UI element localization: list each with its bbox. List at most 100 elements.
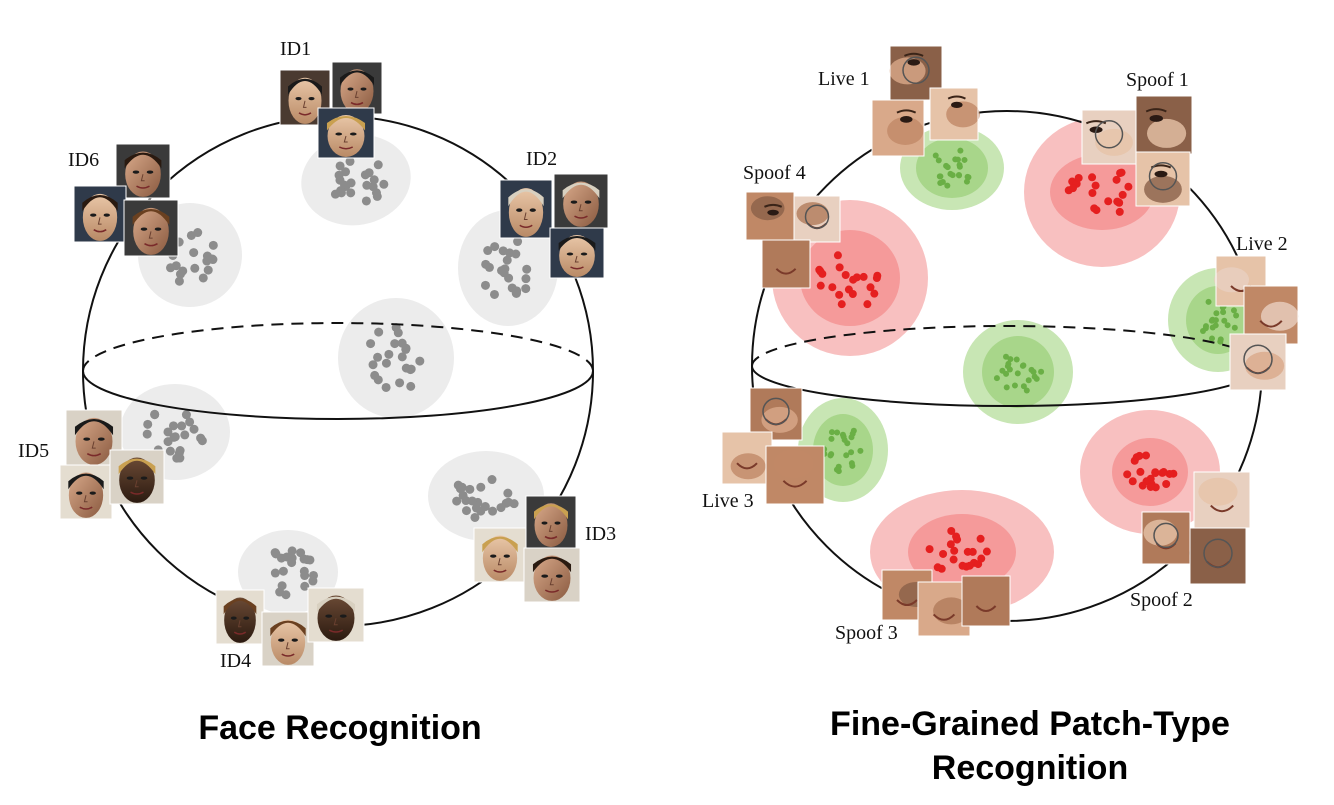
cluster-inner-region: [813, 414, 873, 486]
label-spoof-3: Spoof 3: [835, 622, 898, 644]
embedding-dot: [345, 156, 355, 166]
embedding-dot: [956, 163, 963, 170]
embedding-dot: [1146, 482, 1155, 491]
embedding-dot: [406, 381, 416, 391]
embedding-dot: [872, 274, 881, 283]
embedding-dot: [835, 290, 844, 299]
embedding-dot: [190, 263, 200, 273]
face-photo-icon: [317, 107, 375, 159]
equator-back-dashed: [82, 322, 594, 372]
embedding-dot: [334, 170, 344, 180]
embedding-dot: [818, 269, 827, 278]
embedding-dot: [828, 435, 835, 442]
face-photo-icon: [73, 185, 127, 243]
embedding-dot: [369, 175, 379, 185]
embedding-dot: [1007, 356, 1014, 363]
identity-cluster: [338, 298, 454, 418]
embedding-dot: [381, 358, 391, 368]
embedding-dot: [163, 437, 173, 447]
embedding-dot: [1138, 481, 1147, 490]
embedding-dot: [196, 433, 206, 443]
embedding-dot: [835, 263, 844, 272]
embedding-dot: [1088, 189, 1097, 198]
embedding-dot: [935, 157, 942, 164]
face-patch-photo-icon: [929, 87, 980, 141]
embedding-dot: [1019, 362, 1026, 369]
embedding-dot: [849, 462, 856, 469]
face-photo-icon: [331, 61, 383, 115]
embedding-dot: [185, 417, 195, 427]
embedding-dot: [1135, 451, 1144, 460]
embedding-dot: [207, 254, 217, 264]
embedding-dot: [1004, 363, 1011, 370]
embedding-dot: [958, 561, 967, 570]
embedding-dot: [968, 547, 977, 556]
embedding-dot: [174, 448, 184, 458]
caption-patch-type-recognition: Fine-Grained Patch-Type Recognition: [760, 702, 1300, 790]
embedding-dot: [166, 263, 176, 273]
embedding-dot: [1220, 309, 1227, 316]
embedding-dot: [281, 590, 291, 600]
embedding-dot: [939, 549, 948, 558]
embedding-dot: [335, 161, 345, 171]
embedding-dot: [366, 339, 376, 349]
embedding-dot: [513, 237, 523, 247]
embedding-dot: [480, 280, 490, 290]
embedding-dot: [1074, 173, 1083, 182]
embedding-dot: [932, 152, 939, 159]
embedding-dot: [1224, 322, 1231, 329]
label-live-1: Live 1: [818, 68, 870, 90]
embedding-dot: [1020, 383, 1027, 390]
live-cluster: [798, 398, 888, 502]
embedding-dot: [330, 189, 340, 199]
face-patch-photo-icon: [961, 575, 1011, 627]
embedding-dot: [393, 328, 403, 338]
embedding-dot: [203, 265, 213, 275]
embedding-dot: [150, 410, 160, 420]
embedding-dot: [1104, 197, 1113, 206]
embedding-dot: [397, 338, 407, 348]
face-photo-icon: [473, 527, 527, 583]
embedding-dot: [1158, 468, 1167, 477]
embedding-dot: [484, 262, 494, 272]
embedding-dot: [180, 430, 190, 440]
embedding-dot: [1033, 375, 1040, 382]
embedding-dot: [487, 475, 497, 485]
embedding-dot: [1212, 317, 1219, 324]
caption-line-1: Fine-Grained Patch-Type: [830, 705, 1230, 743]
embedding-dot: [511, 288, 521, 298]
embedding-dot: [503, 497, 513, 507]
embedding-dot: [405, 365, 415, 375]
embedding-dot: [849, 430, 856, 437]
cluster-inner-region: [908, 514, 1016, 590]
embedding-dot: [397, 352, 407, 362]
embedding-dot: [833, 251, 842, 260]
embedding-dot: [964, 173, 971, 180]
embedding-dot: [497, 266, 507, 276]
label-id4: ID4: [220, 650, 251, 672]
embedding-dot: [181, 410, 191, 420]
label-id6: ID6: [68, 149, 99, 171]
embedding-dot: [837, 300, 846, 309]
embedding-dot: [373, 352, 383, 362]
label-id3: ID3: [585, 523, 616, 545]
embedding-dot: [1038, 368, 1045, 375]
embedding-dot: [1014, 370, 1021, 377]
embedding-dot: [379, 179, 389, 189]
embedding-dot: [452, 496, 462, 506]
embedding-dot: [368, 360, 378, 370]
embedding-dot: [866, 283, 875, 292]
embedding-dot: [174, 276, 184, 286]
embedding-dot: [373, 160, 383, 170]
embedding-dot: [198, 273, 208, 283]
embedding-dot: [1003, 384, 1010, 391]
face-patch-photo-icon: [761, 239, 811, 289]
embedding-dot: [977, 554, 986, 563]
embedding-dot: [947, 170, 954, 177]
embedding-dot: [282, 552, 292, 562]
embedding-dot: [168, 421, 178, 431]
face-photo-icon: [261, 611, 315, 667]
cluster-inner-region: [916, 138, 988, 198]
embedding-dot: [1212, 322, 1219, 329]
